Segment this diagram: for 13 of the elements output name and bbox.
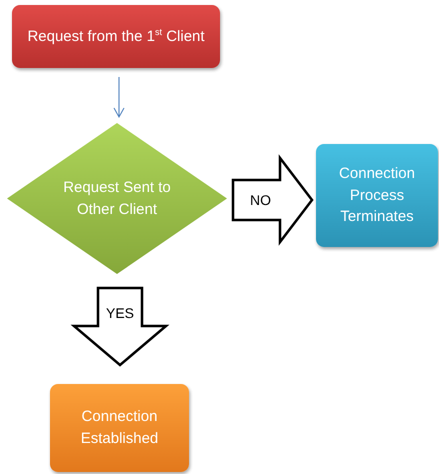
arrow — [114, 76, 124, 118]
node-text: Connection Process Terminates — [338, 164, 416, 228]
process-box — [316, 144, 438, 247]
block-arrow — [232, 154, 314, 246]
process-box — [50, 384, 189, 472]
edge-label: YES — [105, 305, 135, 321]
node-text: Request from the 1$^{st}$ Client — [27, 26, 205, 47]
decision-diamond — [7, 123, 227, 274]
edge-label: NO — [249, 192, 272, 208]
block-arrow — [70, 286, 170, 367]
node-text: Connection Established — [80, 407, 160, 449]
node-text: Request Sent to Other Client — [62, 178, 172, 220]
process-box — [12, 5, 220, 68]
